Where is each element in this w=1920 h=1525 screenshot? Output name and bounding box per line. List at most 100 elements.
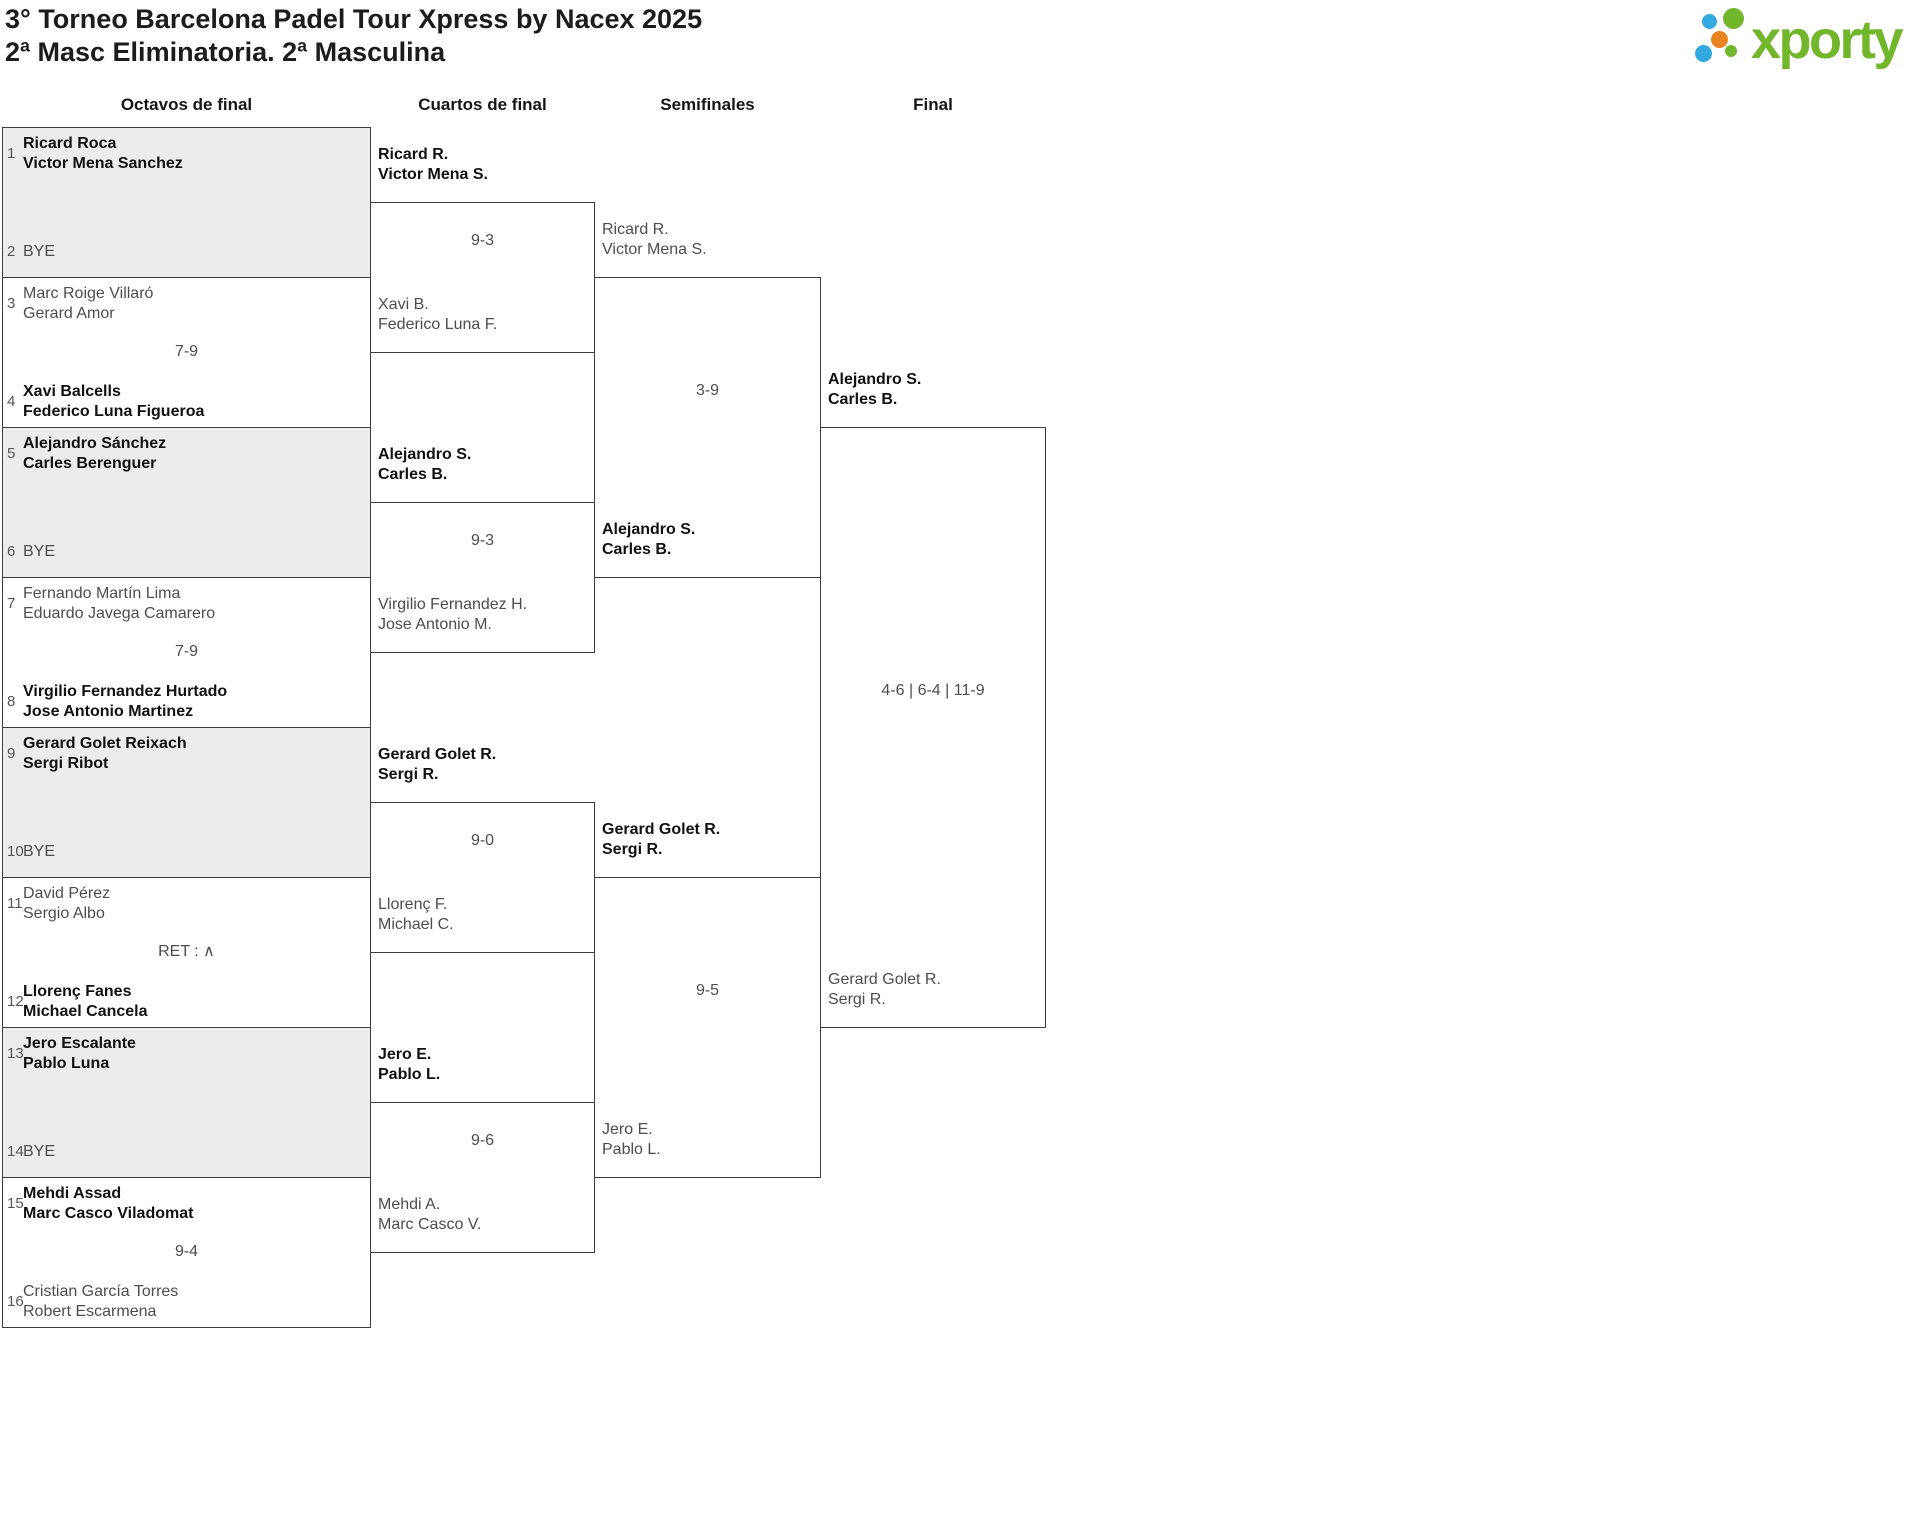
- player-name: Michael C.: [378, 916, 454, 933]
- player-name: Alejandro S.: [602, 521, 696, 538]
- match-box-r16-6: [2, 877, 371, 1028]
- player-name: Xavi B.: [378, 296, 429, 313]
- match-box-final-1: [820, 427, 1046, 1028]
- player-name: Jero Escalante: [23, 1035, 136, 1052]
- team-top: Ricard R.Victor Mena S.: [378, 145, 488, 185]
- player-name: Eduardo Javega Camarero: [23, 605, 216, 622]
- round-header-2: Cuartos de final: [418, 95, 547, 114]
- player-name: Ricard R.: [602, 221, 669, 238]
- player-name: Jose Antonio M.: [378, 616, 492, 633]
- player-name: Carles B.: [828, 391, 898, 408]
- match-box-r16-4: [2, 577, 371, 728]
- seed-number: 12: [7, 993, 24, 1010]
- match-box-r16-8: [2, 1177, 371, 1328]
- round-header-3: Semifinales: [660, 95, 755, 114]
- player-name: Mehdi Assad: [23, 1185, 122, 1202]
- logo-dot-green-small: [1725, 45, 1737, 57]
- player-name: Jose Antonio Martinez: [23, 703, 194, 720]
- player-name: Federico Luna Figueroa: [23, 403, 205, 420]
- match-box-r16-7: [2, 1027, 371, 1178]
- bye-label: BYE: [23, 242, 55, 262]
- player-name: Victor Mena Sanchez: [23, 155, 183, 172]
- match-box-r16-2: [2, 277, 371, 428]
- seed-number: 3: [7, 295, 16, 312]
- player-name: Michael Cancela: [23, 1003, 148, 1020]
- team-top: Ricard R. Victor Mena S.: [602, 220, 707, 260]
- player-name: Llorenç F.: [378, 896, 448, 913]
- team-top: Gerard Golet R. Sergi R.: [378, 745, 496, 785]
- player-name: Marc Casco V.: [378, 1216, 482, 1233]
- page-title: 3° Torneo Barcelona Padel Tour Xpress by…: [5, 3, 702, 69]
- player-name: Virgilio Fernandez H.: [378, 596, 528, 613]
- match-score: 3-9: [695, 382, 720, 399]
- player-name: David Pérez: [23, 885, 111, 902]
- seed-number: 16: [7, 1293, 24, 1310]
- seed-number: 14: [7, 1143, 24, 1160]
- player-name: Sergi R.: [828, 991, 886, 1008]
- match-score: RET : ∧: [158, 943, 215, 960]
- seed-number: 4: [7, 393, 16, 410]
- team-top: Alejandro S. Carles B.: [378, 445, 471, 485]
- player-name: Marc Casco Viladomat: [23, 1205, 194, 1222]
- match-box-qf-3: [370, 802, 595, 953]
- player-name: Pablo L.: [602, 1141, 661, 1158]
- seed-number: 15: [7, 1195, 24, 1212]
- player-name: Alejandro S.: [378, 446, 472, 463]
- player-name: BYE: [23, 1143, 56, 1160]
- player-name: Marc Roige Villaró: [23, 285, 154, 302]
- team-top: Jero E.Pablo L.: [378, 1045, 440, 1085]
- match-box-sf-1: [594, 277, 821, 578]
- player-name: Carles B.: [378, 466, 448, 483]
- player-name: Federico Luna F.: [378, 316, 498, 333]
- player-name: Sergi R.: [378, 766, 439, 783]
- logo-dot-blue-small: [1702, 14, 1717, 29]
- round-header-4: Final: [913, 95, 953, 114]
- match-score: 9-6: [470, 1132, 495, 1149]
- team-bottom: Alejandro S. Carles B.: [602, 520, 695, 560]
- seed-number: 9: [7, 745, 16, 762]
- team-bottom: Jero E. Pablo L.: [602, 1120, 661, 1160]
- category-subtitle: 2ª Masc Eliminatoria. 2ª Masculina: [5, 37, 446, 67]
- round-header-1: Octavos de final: [120, 95, 253, 114]
- player-name: Victor Mena S.: [602, 241, 707, 258]
- player-name: Alejandro S.: [828, 371, 922, 388]
- player-name: Gerard Golet R.: [378, 746, 497, 763]
- match-score: 9-3: [470, 532, 495, 549]
- player-name: Sergi Ribot: [23, 755, 109, 772]
- bye-label: BYE: [23, 842, 55, 862]
- team-bottom: Virgilio Fernandez H. Jose Antonio M.: [378, 595, 527, 635]
- bye-label: BYE: [23, 1142, 55, 1162]
- player-name: BYE: [23, 543, 56, 560]
- player-name: Jero E.: [378, 1046, 432, 1063]
- team-top: Alejandro S. Carles B.: [828, 370, 921, 410]
- player-name: BYE: [23, 843, 56, 860]
- seed-number: 5: [7, 445, 16, 462]
- player-name: Ricard R.: [378, 146, 449, 163]
- player-name: Cristian García Torres: [23, 1283, 179, 1300]
- match-score: 9-0: [470, 832, 495, 849]
- player-name: Fernando Martín Lima: [23, 585, 181, 602]
- player-name: Carles Berenguer: [23, 455, 157, 472]
- player-name: Gerard Golet R.: [602, 821, 721, 838]
- match-box-qf-4: [370, 1102, 595, 1253]
- player-name: Llorenç Fanes: [23, 983, 132, 1000]
- player-name: Jero E.: [602, 1121, 653, 1138]
- player-name: Carles B.: [602, 541, 672, 558]
- logo-wordmark: xporty: [1751, 10, 1904, 70]
- match-score: 9-3: [470, 232, 495, 249]
- team-bottom: Mehdi A.Marc Casco V.: [378, 1195, 481, 1235]
- player-name: Gerard Golet Reixach: [23, 735, 187, 752]
- logo-dot-blue-large: [1695, 45, 1712, 62]
- player-name: Ricard Roca: [23, 135, 117, 152]
- player-name: Pablo Luna: [23, 1055, 110, 1072]
- tournament-title: 3° Torneo Barcelona Padel Tour Xpress by…: [5, 4, 703, 34]
